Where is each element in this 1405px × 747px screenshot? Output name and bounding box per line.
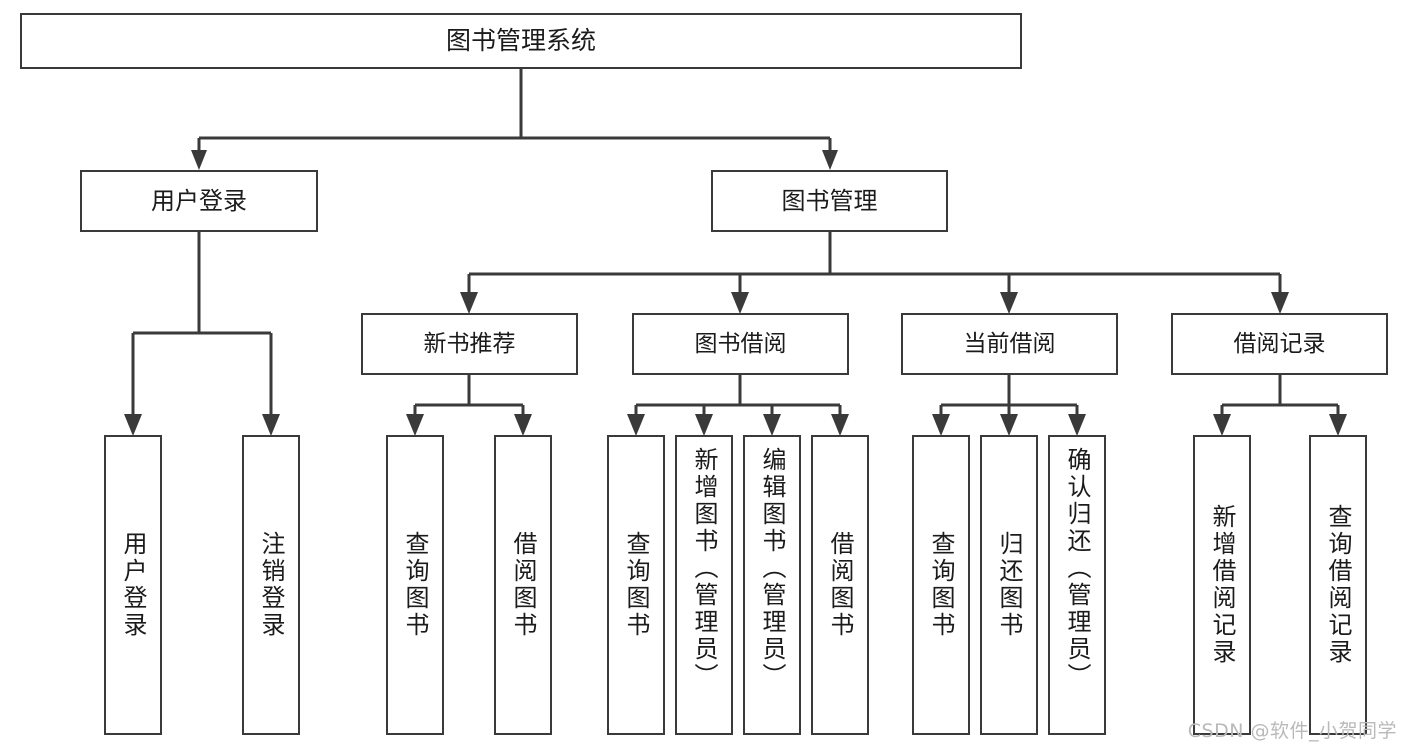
leaf-current-query-book[interactable]: 查询图书 [912, 435, 970, 735]
watermark-text: CSDN @软件_小贺同学 [1187, 720, 1397, 742]
leaf-user-login-logout[interactable]: 注销登录 [242, 435, 300, 735]
node-root[interactable]: 图书管理系统 [20, 13, 1022, 69]
leaf-record-query-record[interactable]: 查询借阅记录 [1309, 435, 1367, 735]
edge-bookmgmt-to-level3 [460, 232, 1289, 314]
node-new-book-recommend[interactable]: 新书推荐 [361, 313, 578, 375]
leaf-borrow-query-book[interactable]: 查询图书 [607, 435, 665, 735]
leaf-label: 新增借阅记录 [1208, 504, 1236, 666]
node-user-login[interactable]: 用户登录 [80, 170, 318, 232]
leaf-label: 确认归还（管理员） [1063, 447, 1091, 690]
node-borrow-record[interactable]: 借阅记录 [1171, 313, 1388, 375]
leaf-label: 用户登录 [119, 531, 147, 639]
edge-recommend-to-leaves [406, 375, 532, 436]
edge-userlogin-to-leaves [124, 232, 280, 436]
leaf-current-return-book[interactable]: 归还图书 [980, 435, 1038, 735]
leaf-label: 借阅图书 [826, 531, 854, 639]
node-user-login-label: 用户登录 [151, 187, 247, 215]
node-new-book-recommend-label: 新书推荐 [423, 330, 516, 357]
edge-borrow-to-leaves [627, 375, 849, 436]
edge-record-to-leaves [1213, 375, 1347, 436]
node-book-management[interactable]: 图书管理 [711, 170, 948, 232]
leaf-label: 借阅图书 [509, 531, 537, 639]
leaf-borrow-borrow-book[interactable]: 借阅图书 [811, 435, 869, 735]
node-borrow-record-label: 借阅记录 [1233, 330, 1326, 357]
leaf-label: 新增图书（管理员） [690, 447, 718, 690]
leaf-label: 查询图书 [401, 531, 429, 639]
node-current-borrow[interactable]: 当前借阅 [901, 313, 1118, 375]
edge-root-to-level2 [191, 69, 838, 170]
leaf-label: 查询图书 [927, 531, 955, 639]
leaf-label: 归还图书 [995, 531, 1023, 639]
node-book-management-label: 图书管理 [781, 187, 878, 215]
leaf-label: 查询借阅记录 [1324, 504, 1352, 666]
leaf-recommend-borrow-book[interactable]: 借阅图书 [494, 435, 552, 735]
node-book-borrow[interactable]: 图书借阅 [632, 313, 849, 375]
leaf-label: 查询图书 [622, 531, 650, 639]
leaf-borrow-add-book-admin[interactable]: 新增图书（管理员） [675, 435, 733, 735]
leaf-record-add-record[interactable]: 新增借阅记录 [1193, 435, 1251, 735]
leaf-user-login-login[interactable]: 用户登录 [104, 435, 162, 735]
leaf-current-confirm-return-admin[interactable]: 确认归还（管理员） [1048, 435, 1106, 735]
leaf-label: 编辑图书（管理员） [758, 447, 786, 690]
edge-current-to-leaves [932, 375, 1086, 436]
node-root-label: 图书管理系统 [445, 26, 596, 56]
node-current-borrow-label: 当前借阅 [963, 330, 1056, 357]
leaf-label: 注销登录 [257, 531, 285, 639]
node-book-borrow-label: 图书借阅 [694, 330, 787, 357]
leaf-borrow-edit-book-admin[interactable]: 编辑图书（管理员） [743, 435, 801, 735]
leaf-recommend-query-book[interactable]: 查询图书 [386, 435, 444, 735]
